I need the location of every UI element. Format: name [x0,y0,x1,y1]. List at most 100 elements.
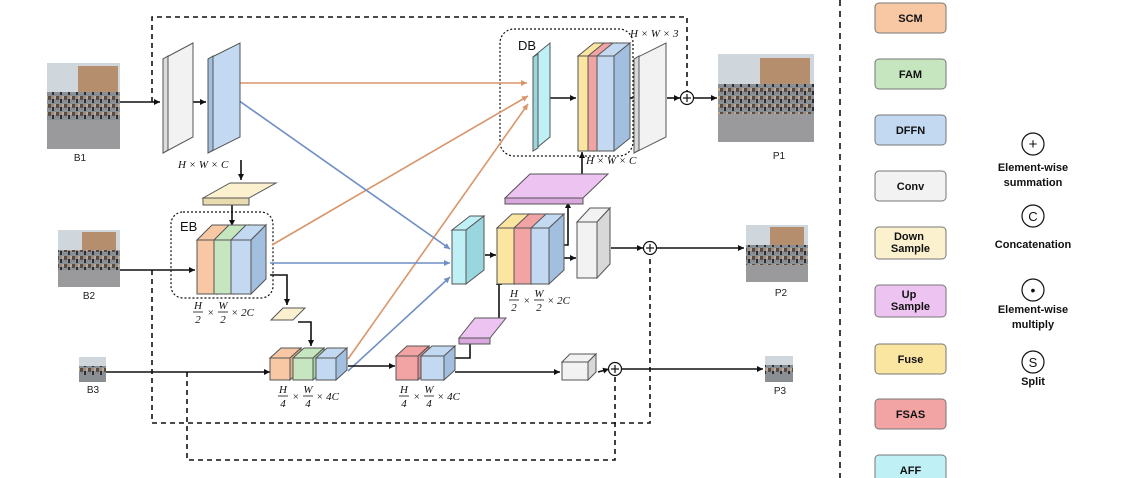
output-label-p2: P2 [775,288,788,299]
legend-label-downsample-line1: Down [894,231,924,243]
downsample-block-2 [269,307,307,321]
dim-half-w-den-r: 2 [536,302,542,314]
dashed-skip-paths [151,16,688,461]
dim-label-quarter-right: H 4 × W 4 × 4C [399,384,461,410]
aff-block-level2 [450,214,486,286]
dim-label-hw3: H × W × 3 [629,28,679,40]
legend-operators: + Element-wise summation C Concatenation… [995,132,1072,388]
legend-split-icon [1021,350,1045,374]
input-label-b3: B3 [87,385,100,396]
legend-swatch-upsample [874,284,947,318]
dim-half-tail-r: × 2C [547,295,571,307]
eb-group-label: EB [180,219,197,234]
legend-multiply-icon [1021,278,1045,302]
legend-label-downsample: Down Sample [891,231,930,255]
legend-swatch-fsas [874,398,947,430]
sum-node-level1 [679,90,695,106]
input-image-b2 [58,230,120,287]
conv-block-level1 [162,42,194,154]
input-label-b1: B1 [74,153,87,164]
dim-half-h-num-r: H [509,288,519,300]
legend-swatch-fuse [874,343,947,375]
dim-label-quarter-left: H 4 × W 4 × 4C [278,384,340,410]
legend-label-downsample-line2: Sample [891,243,930,255]
output-image-p2 [746,225,808,282]
dim-label-db: H × W × C [585,155,637,167]
legend-label-fuse: Fuse [898,354,924,366]
output-label-p1: P1 [773,151,786,162]
legend-concat-label: Concatenation [995,239,1072,251]
dim-quarter-h-den-r: 4 [401,398,407,410]
dim-half-w-den: 2 [220,314,226,326]
dim-half-times-r: × [523,295,530,307]
dim-half-h-num: H [193,300,203,312]
sum-node-level2 [642,240,658,256]
eb-group-box [170,211,274,299]
dim-quarter-times: × [292,391,299,403]
dim-half-w-num: W [218,300,228,312]
dim-quarter-times-r: × [413,391,420,403]
level3-decoder-blocks [394,344,457,382]
legend-swatch-scm [874,2,947,34]
legend-label-aff: AFF [900,465,922,477]
downsample-block-1 [201,182,278,206]
sum-node-level3 [607,361,623,377]
main-flow-arrows [106,95,763,375]
dim-quarter-h-den: 4 [280,398,286,410]
legend-label-upsample: Up Sample [891,289,930,313]
dffn-block-level1 [207,42,241,154]
dim-quarter-tail-r: × 4C [437,391,461,403]
conv-block-level1-out [633,42,667,154]
legend-swatch-aff [874,454,947,478]
legend-sum-label1: Element-wise [998,162,1068,174]
legend-multiply-label1: Element-wise [998,304,1068,316]
dim-half-tail: × 2C [231,307,255,319]
input-label-b2: B2 [83,291,96,302]
level1-decoder-blocks [576,41,632,153]
output-image-p1 [718,54,814,142]
legend-sum-icon [1021,132,1045,156]
dim-quarter-w-num: W [303,384,313,396]
upsample-block-2 [503,173,610,205]
aff-block-level1 [532,41,551,153]
legend-multiply-label2: multiply [1012,319,1055,331]
dim-half-h-den-r: 2 [511,302,517,314]
level2-decoder-blocks [495,212,566,286]
legend-swatch-fam [874,58,947,90]
legend-swatch-downsample [874,226,947,260]
legend-concat-symbol: C [1028,209,1037,224]
output-image-p3 [765,356,793,382]
legend-swatch-conv [874,170,947,202]
legend-label-scm: SCM [898,13,922,25]
legend-multiply-symbol: • [1031,282,1036,298]
dim-quarter-w-den: 4 [305,398,311,410]
legend-color-items: SCM FAM DFFN Conv Down Sample Up Sample … [874,2,947,478]
cross-scale-connections [227,80,529,372]
output-label-p3: P3 [774,386,787,397]
legend-sum-symbol: + [1029,136,1038,153]
legend-concat-icon [1021,204,1045,228]
level3-encoder-blocks [268,346,349,382]
legend-label-upsample-line2: Sample [891,301,930,313]
legend-label-upsample-line1: Up [902,289,917,301]
upsample-block-1 [457,317,508,345]
db-group-box [499,28,634,157]
legend-swatch-dffn [874,114,947,146]
dim-label-half-left: H 2 × W 2 × 2C [193,300,255,326]
dim-quarter-h-num-r: H [399,384,409,396]
dim-half-h-den: 2 [195,314,201,326]
conv-block-level3-out [560,352,598,382]
legend-label-fam: FAM [899,69,922,81]
eb-stacked-blocks [195,223,268,296]
dim-half-times: × [207,307,214,319]
dim-label-half-right: H 2 × W 2 × 2C [509,288,571,314]
dim-quarter-tail: × 4C [316,391,340,403]
dim-quarter-w-num-r: W [424,384,434,396]
db-group-label: DB [518,38,536,53]
legend-split-symbol: S [1029,355,1038,370]
legend-label-fsas: FSAS [896,409,925,421]
dim-label-top: H × W × C [177,159,229,171]
dim-quarter-w-den-r: 4 [426,398,432,410]
legend-label-dffn: DFFN [896,125,925,137]
dim-quarter-h-num: H [278,384,288,396]
